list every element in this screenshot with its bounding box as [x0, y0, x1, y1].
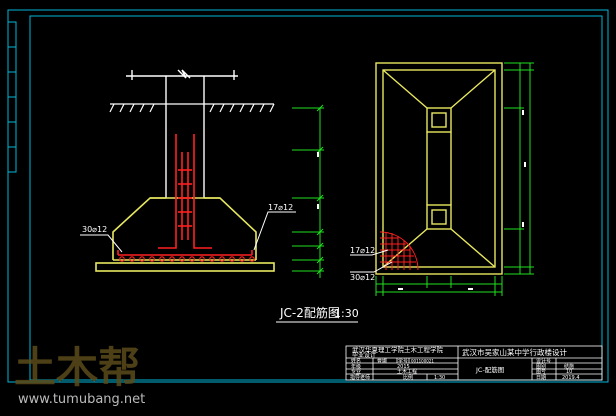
- tb-id-label: 学号: [398, 358, 408, 365]
- label-17-12-right: 17⌀12: [268, 203, 293, 212]
- tb-phase-label: 设计号: [536, 358, 551, 365]
- foundation-section-view: 30⌀12 17⌀12: [80, 69, 324, 278]
- foundation-plan-view: 17⌀12 30⌀12: [350, 62, 534, 296]
- bottom-rebar-dots: [119, 256, 255, 262]
- tb-sheet-value: 10: [566, 369, 572, 375]
- drawing-scale-overlap: 1:30: [334, 307, 359, 320]
- tb-grade-value: 2015: [397, 364, 410, 370]
- tb-scale-value: 1:30: [434, 375, 445, 381]
- watermark: 土木帮 www.tumubang.net: [14, 343, 145, 407]
- column-outline: [126, 69, 238, 198]
- tb-advisor-label: 指导老师: [350, 374, 370, 381]
- drawing-caption: JC-2配筋图: [279, 305, 340, 320]
- watermark-logo: 土木帮: [14, 343, 140, 392]
- plan-dimension-lines: [375, 62, 534, 296]
- tb-project-title: 武汉市吴家山某中学行政楼设计: [462, 347, 567, 357]
- rebar-leaders: [80, 211, 296, 253]
- tb-stage-value: 结施: [564, 363, 574, 370]
- title-block: 武汉华夏理工学院土木工程学院 毕业设计 武汉市吴家山某中学行政楼设计 姓名 曹娜…: [345, 345, 603, 381]
- footing-concrete-outline: [95, 197, 275, 272]
- plan-outline: [375, 62, 503, 275]
- tb-sheet-label: 图号: [536, 369, 546, 375]
- label-30-12-left: 30⌀12: [82, 225, 107, 234]
- tb-name-value: 曹娜: [377, 358, 387, 365]
- tb-scale-label: 比例: [403, 374, 413, 381]
- plan-label-17-12: 17⌀12: [350, 246, 375, 255]
- ground-line: [109, 103, 275, 113]
- plan-dim-ticks: [398, 110, 526, 290]
- rebar-cage: [117, 134, 253, 256]
- watermark-url: www.tumubang.net: [18, 392, 145, 407]
- plan-leaders: [350, 249, 393, 273]
- elevation-dimension-chain: [292, 104, 324, 278]
- tb-stage-label: 图别: [536, 363, 546, 370]
- caption-group: JC-2配筋图 1:30: [276, 305, 359, 323]
- tb-id-value: 001100021: [411, 359, 434, 364]
- tb-dept: 毕业设计: [352, 351, 376, 359]
- tb-date-value: 2019.4: [562, 375, 580, 381]
- plan-rebar-mesh: [379, 231, 419, 271]
- title-block-grid: [345, 345, 603, 381]
- plan-label-30-12: 30⌀12: [350, 273, 375, 282]
- tb-major-label: 专业: [351, 368, 361, 375]
- tb-date-label: 日期: [536, 375, 546, 381]
- tb-drawing-name: JC-配筋图: [475, 365, 504, 374]
- tb-school: 武汉华夏理工学院土木工程学院: [352, 345, 444, 354]
- elevation-dim-ticks: [317, 152, 319, 209]
- tb-grade-label: 年级: [351, 363, 361, 370]
- sheet-frame: [7, 9, 609, 383]
- tb-major-value: 土木工程: [397, 368, 417, 375]
- tb-name-label: 姓名: [351, 358, 361, 365]
